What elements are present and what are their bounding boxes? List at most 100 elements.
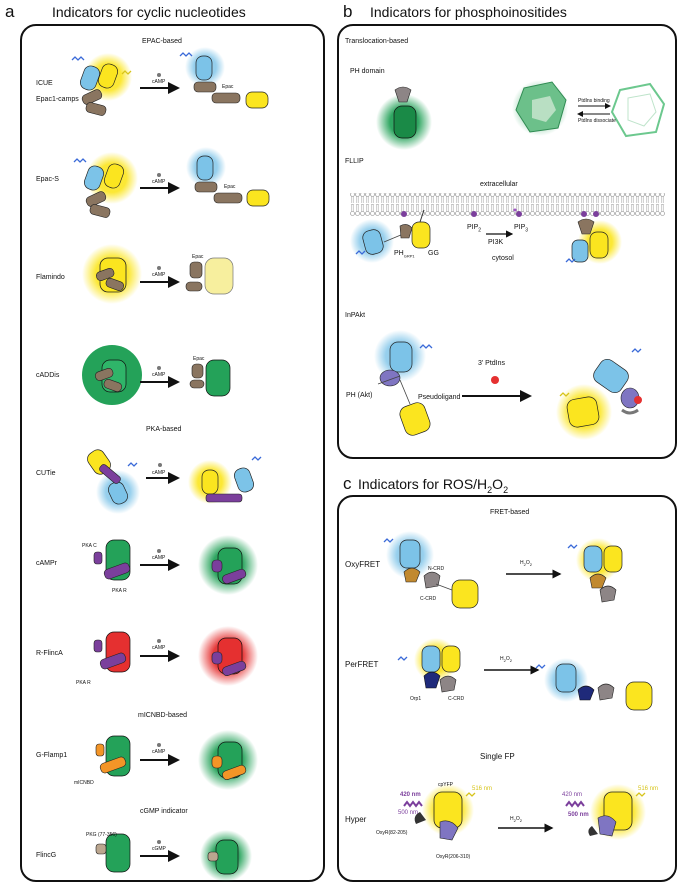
epac-label-2: Epac: [224, 184, 236, 190]
section-cgmp: cGMP indicator: [140, 808, 188, 815]
ph-grp1-label: PHGRP1: [394, 250, 415, 258]
fret-label: FRET-based: [490, 509, 530, 516]
sensor-cutie: CUTie: [36, 470, 56, 477]
h2o2-label-1: H2O2: [520, 560, 532, 567]
cutie-before: [87, 449, 140, 514]
section-epac: EPAC-based: [142, 38, 182, 45]
sensor-epac1camps: Epac1-camps: [36, 96, 79, 103]
epac-s-before: [73, 152, 138, 218]
perfret-label: PerFRET: [345, 660, 379, 669]
panel-c-frame: [337, 495, 677, 882]
ptdins-binding-label: PtdIns binding: [578, 98, 610, 104]
h2o2-label-3: H2O2: [510, 816, 522, 823]
flincg-after: [200, 830, 252, 882]
panel-b-title: Indicators for phosphoinositides: [370, 4, 567, 20]
pip3-label: PIP3: [514, 224, 528, 233]
gflamp1-before: [95, 735, 131, 777]
nm420-label-2: 420 nm: [562, 792, 583, 798]
sensor-flincg: FlincG: [36, 852, 57, 859]
pi3k-label: PI3K: [488, 239, 504, 246]
panel-c-title-sub2: 2: [503, 484, 509, 495]
pkg-label: PKG (77-356): [86, 832, 117, 838]
oxyfret-before: [383, 531, 479, 609]
h2o2-1-h: H: [520, 560, 524, 566]
camp-label-4: cAMP: [152, 372, 166, 378]
panel-c-letter: c: [343, 474, 352, 493]
h2o2-2-s1: 2: [503, 658, 506, 663]
inpakt-before: [374, 330, 433, 436]
epac-s-after: [186, 147, 270, 207]
oxyr1-label: OxyR(82-205): [376, 830, 408, 836]
h2o2-2-s2: 2: [509, 658, 512, 663]
n-crd-label: N-CRD: [428, 566, 445, 572]
fllip-before: [350, 209, 431, 263]
nm516-label-1: 516 nm: [472, 786, 493, 792]
sensor-camppr: cAMPr: [36, 560, 57, 567]
camp-label-1: cAMP: [152, 79, 166, 85]
panel-c-title-main: Indicators for ROS/H: [358, 476, 488, 492]
cutie-after: [188, 456, 262, 504]
pseudoligand-label: Pseudoligand: [418, 394, 461, 401]
panel-a-frame: [20, 24, 325, 882]
epac-label-4: Epac: [193, 356, 205, 362]
h2o2-3-s2: 2: [519, 818, 522, 823]
hyper-label: Hyper: [345, 815, 367, 824]
pip3-text: PIP: [514, 224, 526, 231]
ph-grp1-text: PH: [394, 250, 404, 257]
h2o2-3-o: O: [515, 816, 520, 822]
h2o2-2-o: O: [505, 656, 510, 662]
pip3-sub: 3: [525, 227, 529, 234]
ph-domain-label: PH domain: [350, 68, 385, 75]
oxyfret-after: [567, 538, 623, 603]
nm500-label-2: 500 nm: [568, 812, 589, 818]
camp-label-7: cAMP: [152, 645, 166, 651]
fllip-after: [565, 211, 622, 264]
flamindo-before: [82, 244, 142, 304]
nm516-label-2: 516 nm: [638, 786, 659, 792]
fllip-label: FLLIP: [345, 158, 364, 165]
h2o2-1-s2: 2: [529, 562, 532, 567]
section-pka: PKA-based: [146, 426, 182, 433]
sensor-epac-s: Epac-S: [36, 176, 59, 183]
sensor-gflamp1: G-Flamp1: [36, 752, 68, 759]
h2o2-1-s1: 2: [523, 562, 526, 567]
nm420-label-1: 420 nm: [400, 792, 421, 798]
ptdins3-label: 3' PtdIns: [478, 360, 506, 367]
flincg-before: [95, 833, 131, 873]
cgmp-label: cGMP: [152, 846, 166, 852]
membrane-outer-leaflet: [350, 193, 665, 205]
panel-b-frame: [337, 24, 677, 459]
translocation-label: Translocation-based: [345, 38, 409, 45]
panel-c-title: Indicators for ROS/H2O2: [358, 476, 508, 495]
sensor-caddis: cADDis: [36, 372, 60, 379]
ptdins-dissociate-label: PtdIns dissociate: [578, 118, 616, 124]
icue-after: [179, 47, 269, 109]
sensor-flamindo: Flamindo: [36, 274, 65, 281]
pka-r-label-2: PKA R: [76, 680, 91, 686]
panel-a-title: Indicators for cyclic nucleotides: [52, 4, 246, 20]
sensor-rflinca: R-FlincA: [36, 650, 63, 657]
inpakt-after: [556, 348, 642, 440]
nm500-label-1: 500 nm: [398, 810, 419, 816]
flamindo-after: [185, 257, 234, 295]
oxyr2-label: OxyR(206-310): [436, 854, 471, 860]
ph-domain-probe: [376, 86, 432, 150]
cpyfp-label: cpYFP: [438, 782, 454, 788]
pka-c-label-1: PKA C: [82, 543, 97, 549]
h2o2-label-2: H2O2: [500, 656, 512, 663]
panel-a-letter: a: [5, 2, 15, 21]
sensor-icue: ICUE: [36, 80, 53, 87]
cell-membrane: [610, 82, 666, 138]
rflinca-after: [198, 626, 258, 686]
caddis-before: [82, 345, 142, 405]
c-crd-label-1: C-CRD: [420, 596, 437, 602]
icue-before: [71, 53, 132, 116]
epac-label-1: Epac: [222, 84, 234, 90]
rflinca-before: [93, 631, 131, 673]
orp1-label: Orp1: [410, 696, 422, 702]
caddis-after: [189, 359, 231, 397]
perfret-after: [535, 658, 653, 711]
h2o2-3-h: H: [510, 816, 514, 822]
extracellular-label: extracellular: [480, 181, 518, 188]
